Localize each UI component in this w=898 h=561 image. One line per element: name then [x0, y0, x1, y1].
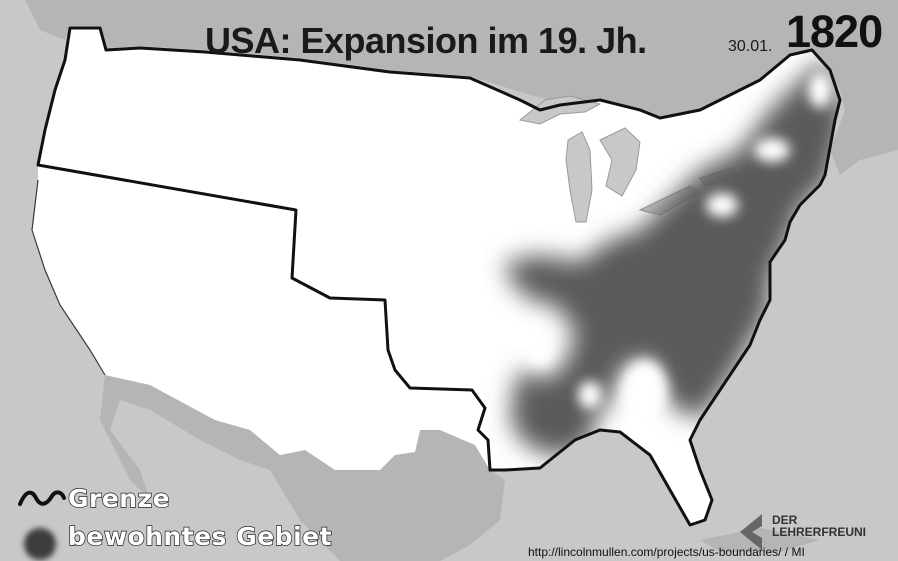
border-line-icon [18, 490, 66, 506]
brand-name: DER LEHRERFREUNI [772, 514, 866, 538]
lehrerfreund-logo-icon [740, 514, 762, 550]
legend-label-settled: bewohntes Gebiet [67, 521, 333, 551]
date-year: 1820 [786, 6, 883, 57]
settled-area-icon [24, 528, 56, 560]
unsettled-pockets [528, 72, 832, 420]
settled-area [505, 62, 840, 458]
brand-line-1: DER [772, 513, 798, 527]
source-credit: http://lincolnmullen.com/projects/us-bou… [528, 545, 805, 559]
brand-line-2: LEHRERFREUNI [772, 525, 867, 539]
canada-landmass [0, 0, 898, 175]
date-day-month: 30.01. [728, 38, 773, 55]
mexico-landmass [100, 375, 505, 561]
lake-michigan [565, 131, 593, 223]
lake-huron [599, 127, 641, 197]
legend-label-border: Grenze [67, 483, 171, 513]
boundary-line [36, 26, 842, 527]
map-title: USA: Expansion im 19. Jh. [205, 20, 647, 61]
